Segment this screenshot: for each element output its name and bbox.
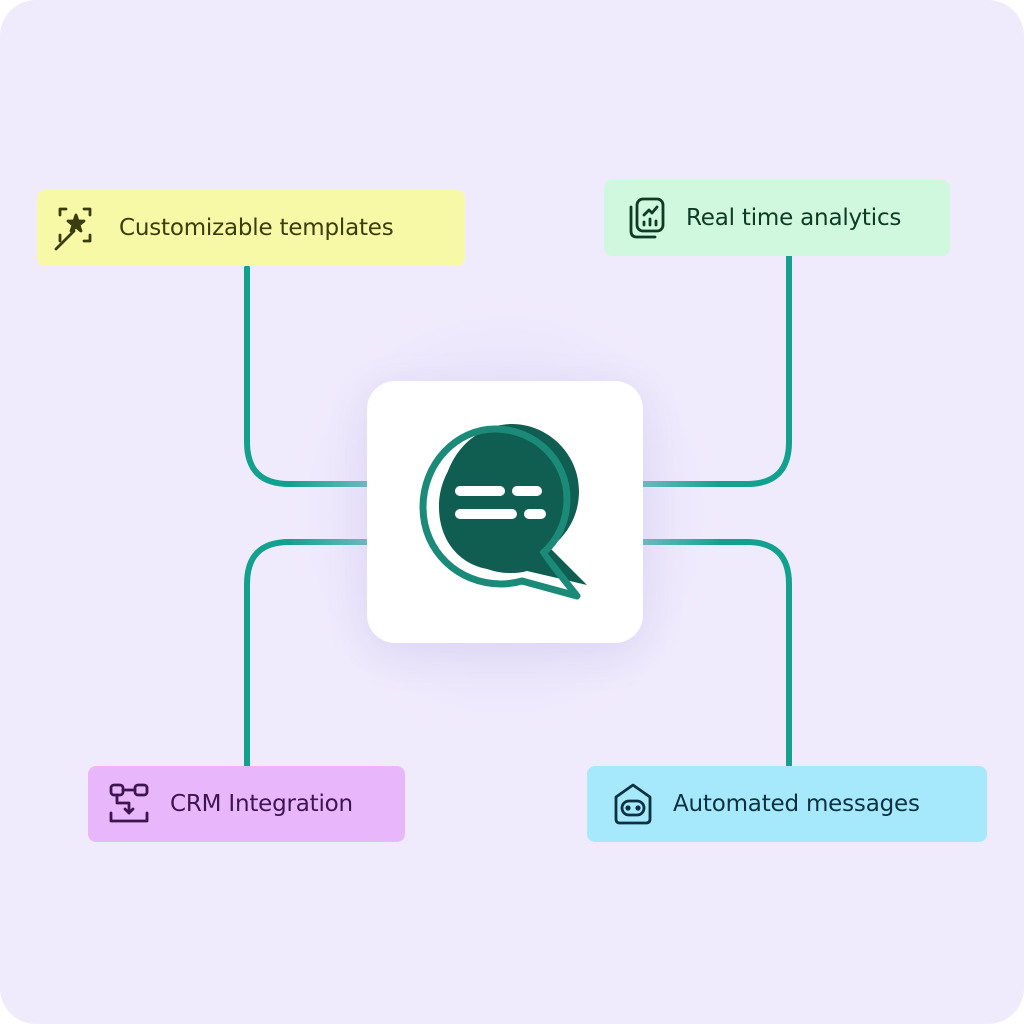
feature-card-crm-integration: CRM Integration [88,766,405,842]
connector-bottom-left [244,539,370,769]
workflow-integration-icon [106,780,154,828]
chat-bubble-logo-icon [419,424,587,600]
magic-wand-icon [51,204,99,252]
analytics-report-icon [622,194,670,242]
connector-top-left [244,265,370,487]
feature-label: Customizable templates [119,215,394,241]
feature-card-real-time-analytics: Real time analytics [604,180,950,256]
feature-label: CRM Integration [170,791,353,817]
hub-logo-card [367,381,643,643]
connector-top-right [640,253,792,487]
robot-icon [609,780,657,828]
connector-bottom-right [640,539,792,769]
feature-label: Real time analytics [686,205,902,231]
feature-label: Automated messages [673,791,920,817]
feature-card-customizable-templates: Customizable templates [37,190,465,266]
feature-card-automated-messages: Automated messages [587,766,987,842]
